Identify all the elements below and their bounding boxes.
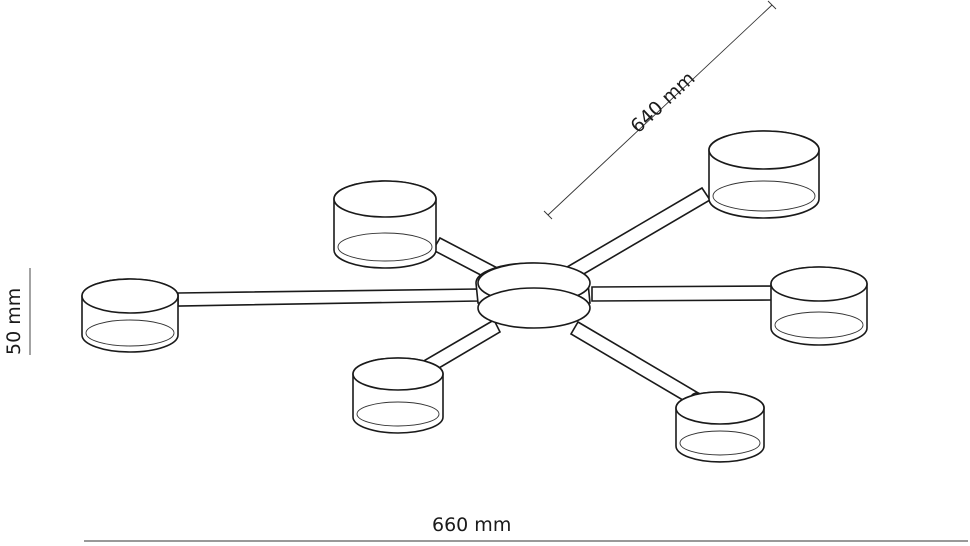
- hub-base: [477, 287, 591, 329]
- shade-lower-left: [352, 357, 444, 434]
- shade-far-left: [81, 278, 179, 353]
- height-dimension: 50 mm: [3, 268, 31, 355]
- lamp-arms: [177, 186, 774, 408]
- diagonal-dimension-tick-start: [543, 210, 553, 220]
- diagonal-dimension-label: 640 mm: [626, 67, 699, 137]
- width-dimension-label: 660 mm: [432, 514, 511, 536]
- shade-lower-right: [675, 391, 765, 463]
- diagonal-dimension-line: [547, 4, 773, 216]
- central-hub: [475, 262, 591, 329]
- shade-upper-right: [708, 130, 820, 219]
- arm-left: [177, 288, 479, 307]
- arm-lower-right: [569, 320, 702, 408]
- shade-upper-left: [333, 180, 437, 269]
- arm-right: [591, 285, 774, 302]
- height-dimension-label: 50 mm: [3, 288, 25, 355]
- width-dimension: 660 mm: [84, 514, 968, 542]
- diagonal-dimension-tick-end: [767, 0, 777, 10]
- arm-upper-right: [560, 186, 712, 284]
- shade-right: [770, 266, 868, 346]
